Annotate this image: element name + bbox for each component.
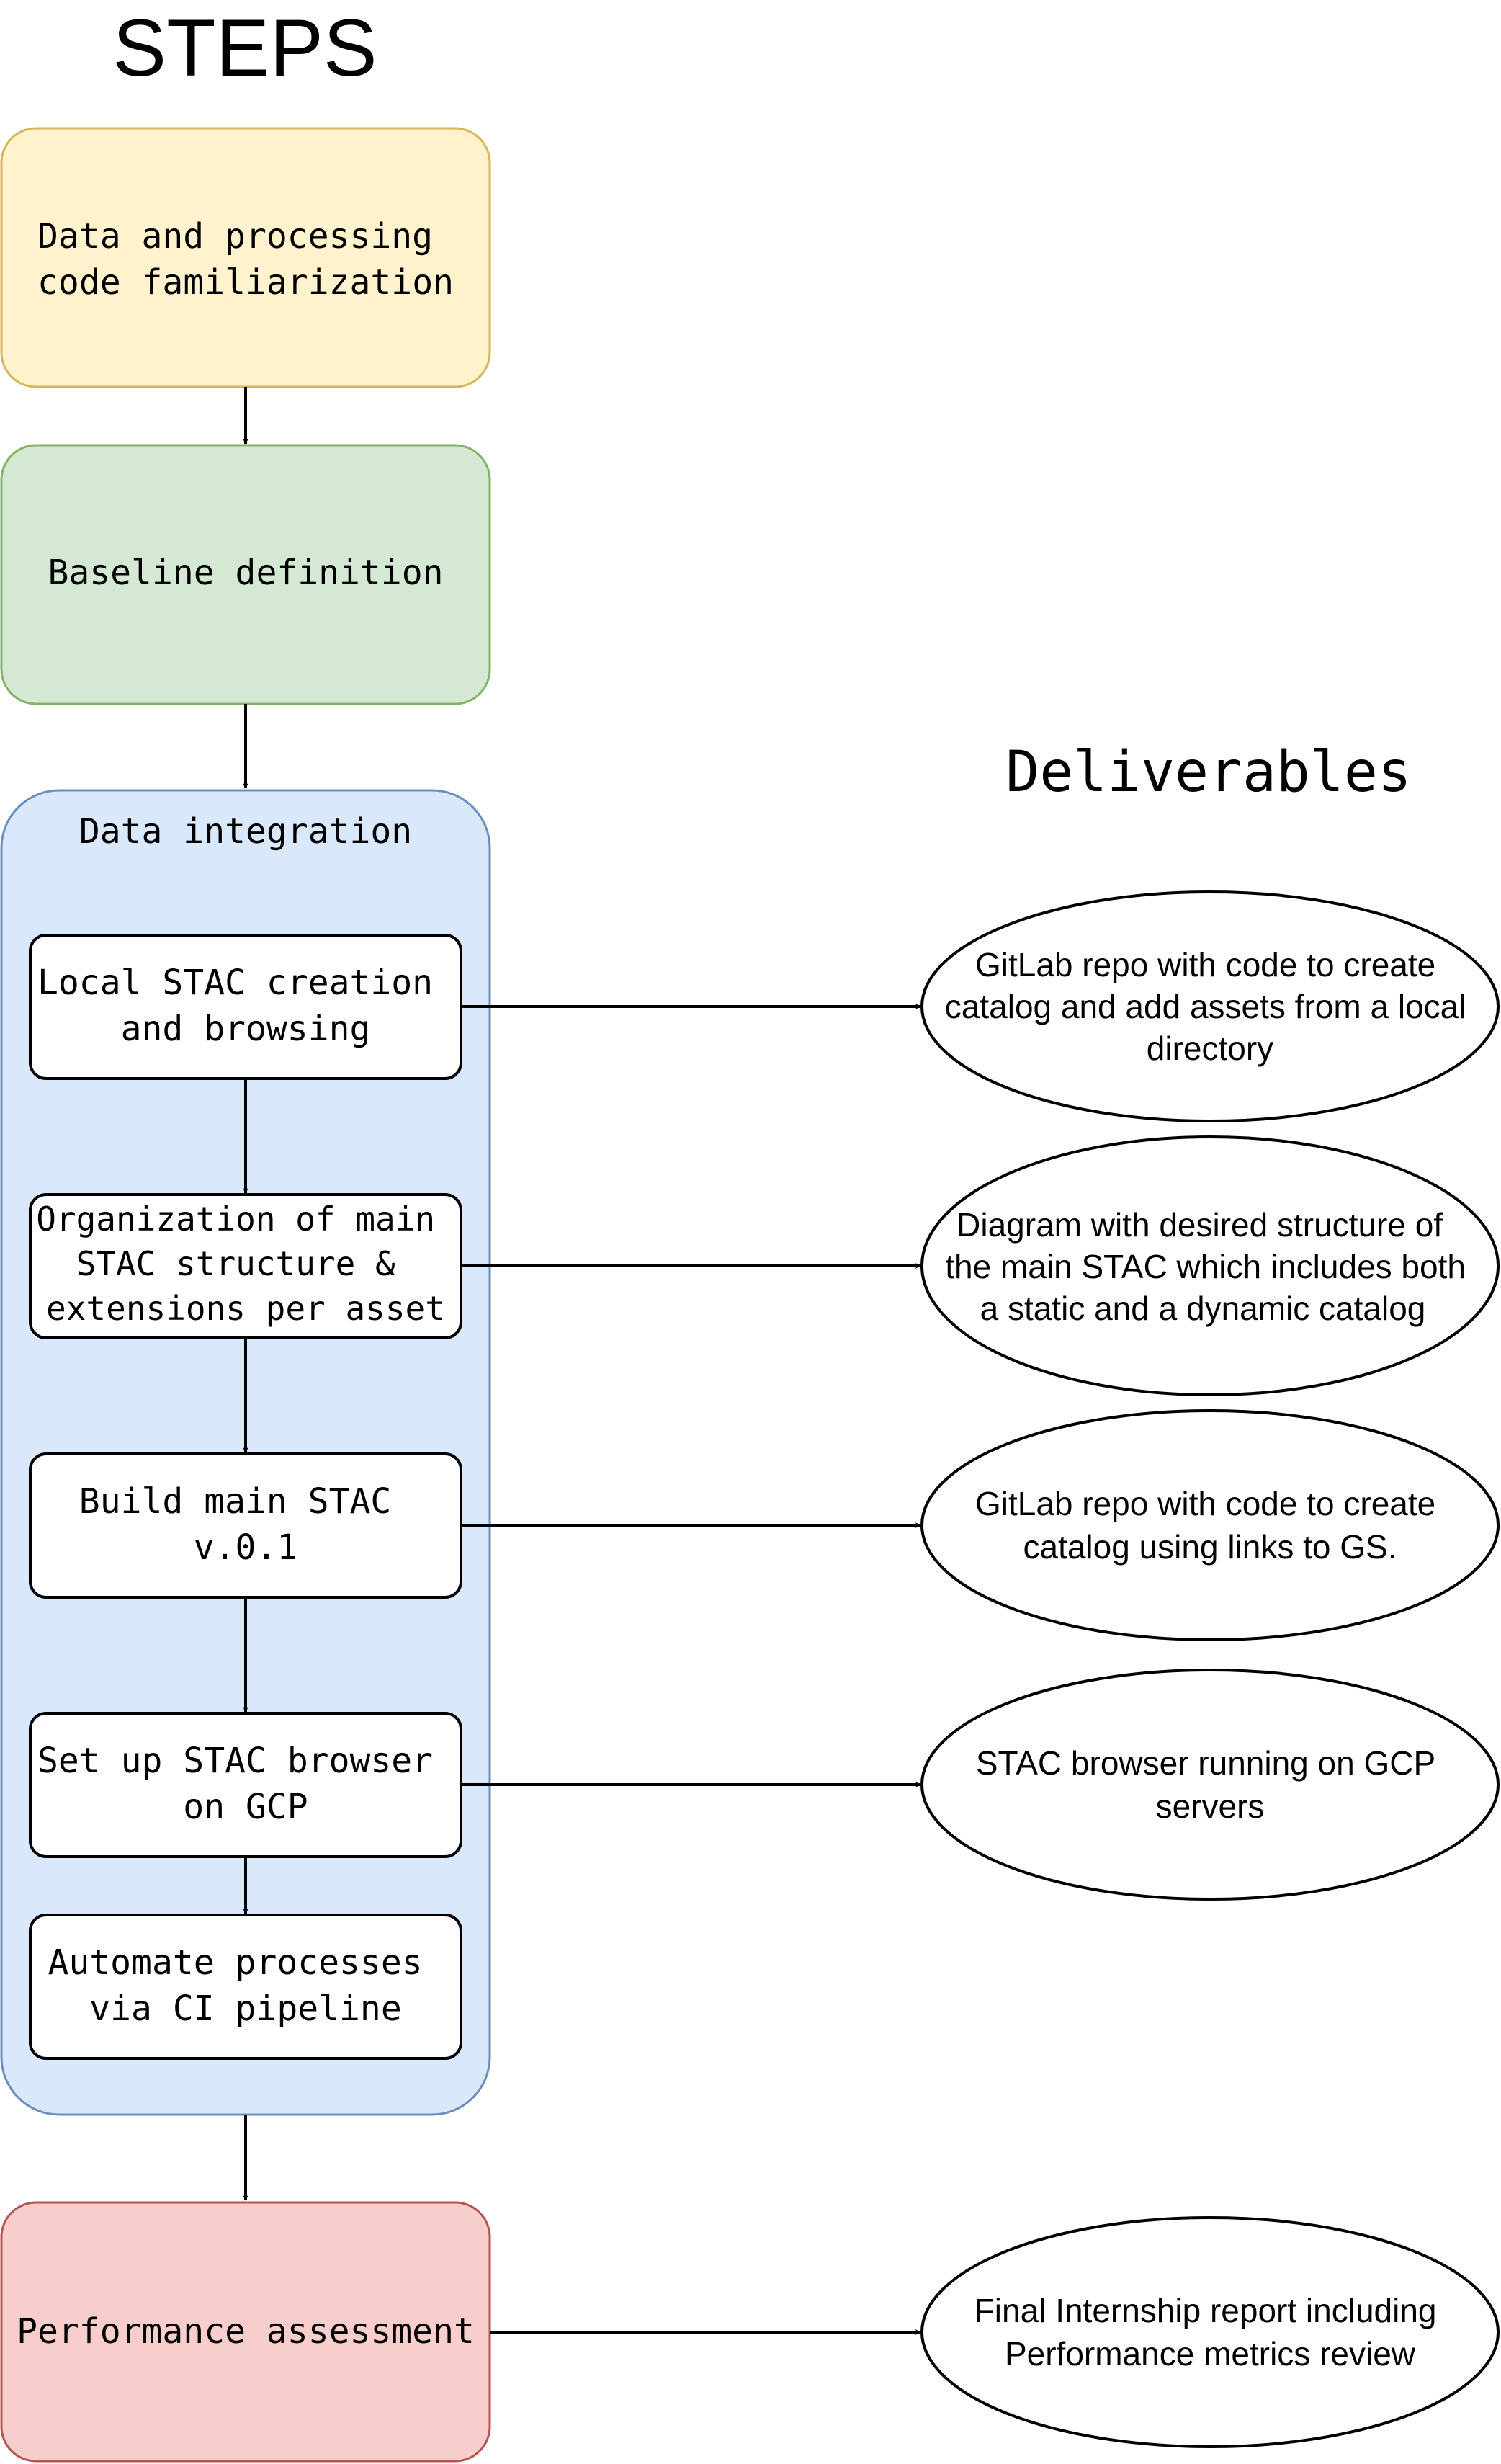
substep-label-line: on GCP — [183, 1787, 308, 1827]
deliverable-line: catalog and add assets from a local — [945, 988, 1466, 1025]
step-label-line: code familiarization — [37, 262, 454, 303]
svg-text:Performance assessment: Performance assessment — [17, 2311, 475, 2352]
step-label-line: Data and processing — [37, 216, 433, 256]
deliverable-line: GitLab repo with code to create — [975, 1485, 1435, 1522]
data-integration-group: Data integration Local STAC creation and… — [0, 789, 491, 2116]
substep-label-line: Automate processes — [48, 1942, 422, 1983]
svg-text:Baseline definition: Baseline definition — [48, 553, 443, 593]
substep-label-line: Organization of main — [36, 1200, 435, 1238]
deliverable-final-report: Final Internship report including Perfor… — [920, 2216, 1500, 2448]
substep-label-line: Build main STAC — [79, 1481, 391, 1522]
steps-title: STEPS — [112, 3, 377, 93]
substep-label-line: v.0.1 — [194, 1527, 298, 1568]
deliverable-line: a static and a dynamic catalog — [980, 1290, 1426, 1327]
substep-build-main-stac: Build main STAC v.0.1 — [29, 1452, 462, 1599]
deliverables-title: Deliverables — [1005, 740, 1412, 805]
deliverable-line: Final Internship report including — [974, 2292, 1437, 2329]
svg-text:GitLab repo with code to creat: GitLab repo with code to create catalog … — [975, 1485, 1445, 1566]
substep-ci-pipeline: Automate processes via CI pipeline — [29, 1914, 462, 2060]
substep-label-line: extensions per asset — [46, 1289, 445, 1328]
deliverable-line: catalog using links to GS. — [1023, 1528, 1397, 1566]
deliverable-line: STAC browser running on GCP — [976, 1744, 1435, 1782]
substep-organization: Organization of main STAC structure & ex… — [29, 1193, 462, 1339]
substep-label-line: Set up STAC browser — [37, 1741, 433, 1781]
svg-text:Data and processing code: Data and processing code familiarization — [37, 216, 454, 303]
step-baseline-definition: Baseline definition — [0, 444, 491, 705]
deliverable-line: GitLab repo with code to create — [975, 946, 1435, 983]
svg-text:Local STAC creation an: Local STAC creation and browsing — [37, 963, 454, 1049]
step-performance-assessment: Performance assessment — [0, 2201, 491, 2463]
deliverable-line: Diagram with desired structure of — [956, 1206, 1443, 1244]
svg-text:Diagram with desired structure: Diagram with desired structure of the ma… — [945, 1206, 1475, 1327]
deliverable-stac-browser: STAC browser running on GCP servers — [920, 1669, 1500, 1901]
deliverable-line: Performance metrics review — [1005, 2335, 1416, 2373]
step-label-line: Baseline definition — [48, 553, 443, 593]
deliverable-line: the main STAC which includes both — [945, 1248, 1466, 1285]
step-data-familiarization: Data and processing code familiarization — [0, 127, 491, 388]
svg-text:Set up STAC browser on: Set up STAC browser on GCP — [37, 1741, 454, 1827]
deliverable-gitlab-local: GitLab repo with code to create catalog … — [920, 890, 1500, 1122]
deliverable-structure-diagram: Diagram with desired structure of the ma… — [920, 1135, 1500, 1396]
step-label-line: Performance assessment — [17, 2311, 475, 2352]
svg-text:Organization of main S: Organization of main STAC structure & ex… — [36, 1200, 455, 1328]
substep-stac-browser: Set up STAC browser on GCP — [29, 1712, 462, 1858]
substep-label-line: and browsing — [121, 1009, 371, 1049]
deliverable-gitlab-gs: GitLab repo with code to create catalog … — [920, 1409, 1500, 1641]
svg-text:Build main STAC v.0.1: Build main STAC v.0.1 — [79, 1481, 412, 1568]
deliverable-line: directory — [1147, 1030, 1273, 1067]
svg-text:GitLab repo with code to creat: GitLab repo with code to create catalog … — [945, 946, 1475, 1067]
substep-local-stac: Local STAC creation and browsing — [29, 934, 462, 1080]
svg-text:Automate processes via: Automate processes via CI pipeline — [48, 1942, 443, 2029]
svg-text:STAC browser running on GCP: STAC browser running on GCP servers — [976, 1744, 1444, 1825]
substep-label-line: STAC structure & — [76, 1244, 395, 1283]
data-integration-label: Data integration — [79, 811, 412, 852]
substep-label-line: Local STAC creation — [37, 963, 433, 1003]
deliverable-line: servers — [1156, 1787, 1265, 1825]
substep-label-line: via CI pipeline — [89, 1988, 401, 2029]
svg-text:Final Internship report includ: Final Internship report including Perfor… — [974, 2292, 1446, 2373]
